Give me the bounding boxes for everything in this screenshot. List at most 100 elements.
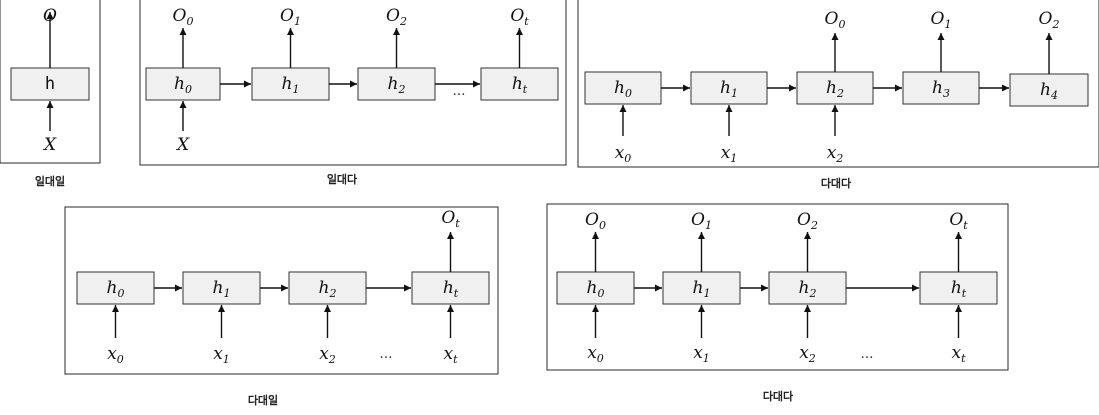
hidden-state-label: h0 [614,78,632,100]
hidden-state-label: h [45,74,55,94]
input-label-base: x [827,143,837,163]
hidden-state-label-base: h [388,74,399,94]
input-label-sub: 1 [703,352,710,365]
hidden-state-label-sub: 2 [836,87,844,100]
panel-frame [139,0,567,166]
hidden-state-label-sub: 2 [808,287,816,300]
hidden-state-cell [768,271,847,305]
hidden-state-label-sub: t [454,287,459,300]
hidden-state-label-base: h [951,278,962,298]
output-label-base: O [173,6,187,26]
panel-one-to-one: h O X 일대일 [0,0,101,188]
panel-frame [577,0,1099,168]
output-label-base: O [797,210,811,230]
output-label: Ot [441,208,460,230]
input-label-base: x [443,344,453,364]
hidden-state-label: h2 [319,278,337,300]
hidden-state-label-base: h [932,78,943,98]
hidden-state-label-sub: 1 [703,287,710,300]
input-ellipsis: … [380,347,393,362]
output-label-sub: 1 [705,219,712,232]
hidden-state-label-base: h [512,74,523,94]
input-label: xt [951,343,966,365]
input-label-sub: 0 [117,353,124,366]
output-label: O2 [797,210,818,232]
hidden-state-label-base: h [319,278,330,298]
input-label-base: x [107,344,117,364]
output-label-sub: t [455,217,460,230]
hidden-state-cell [919,271,998,305]
hidden-state-label: h1 [282,74,300,96]
input-label: x1 [213,344,230,366]
hidden-state-label-base: h [107,278,118,298]
hidden-state-label-base: h [213,278,224,298]
output-label-base: O [1039,9,1053,29]
hidden-state-label: h0 [174,74,192,96]
output-label: O0 [825,9,846,31]
hidden-state-label-base: h [443,278,454,298]
output-label: Ot [510,6,529,28]
hidden-state-label-sub: 1 [292,83,299,96]
output-label-sub: t [963,219,968,232]
input-label: x2 [799,343,816,365]
hidden-state-label-base: h [720,78,731,98]
output-label-base: O [43,6,57,26]
hidden-state-cell [480,67,559,101]
hidden-state-label-sub: 0 [597,287,604,300]
output-label: O1 [280,6,301,28]
hidden-state-label-base: h [1040,80,1051,100]
output-label-sub: 2 [399,15,407,28]
output-label: O [43,6,57,26]
input-label-sub: 2 [328,353,336,366]
hidden-state-label: ht [951,278,967,300]
hidden-state-label-base: h [826,78,837,98]
hidden-state-label-base: h [45,74,55,94]
input-label-sub: 2 [835,152,843,165]
hidden-state-label-sub: 2 [328,287,336,300]
input-label-sub: t [453,353,458,366]
input-label-sub: 0 [624,152,631,165]
input-label-base: x [799,343,809,363]
hidden-state-label-sub: t [523,83,528,96]
hidden-state-label-sub: 2 [397,83,405,96]
output-label: O2 [1039,9,1060,31]
hidden-state-cell [145,67,221,101]
hidden-state-label-base: h [587,278,598,298]
panel-caption: 일대일 [35,174,65,188]
input-ellipsis: … [861,347,874,362]
input-label: X [42,135,57,155]
input-label-base: x [587,343,597,363]
input-label-base: X [175,135,190,155]
input-label-sub: t [961,352,966,365]
output-label-base: O [386,6,400,26]
input-label: x0 [107,344,124,366]
panel-caption: 다대다 [821,176,852,190]
panel-caption: 다대일 [248,393,278,407]
hidden-state-cell [902,71,980,105]
hidden-state-label: ht [443,278,459,300]
input-label-sub: 1 [223,353,230,366]
hidden-state-label-base: h [693,278,704,298]
hidden-state-label: h4 [1040,80,1058,102]
panel-frame [64,206,499,375]
output-label: Ot [949,210,968,232]
input-label-base: x [693,343,703,363]
output-label-sub: 1 [294,15,301,28]
hidden-state-label-base: h [282,74,293,94]
input-label-base: X [42,135,57,155]
input-label-base: x [951,343,961,363]
input-label-sub: 0 [597,352,604,365]
hidden-state-cell [76,271,155,305]
input-label: x0 [615,143,632,165]
hidden-state-cell [584,71,662,105]
output-label: O2 [386,6,407,28]
output-label: O0 [173,6,194,28]
input-label: X [175,135,190,155]
hidden-state-label: h3 [932,78,950,100]
hidden-state-cell [690,71,768,105]
hidden-state-label: ht [512,74,528,96]
hidden-state-label: h2 [826,78,844,100]
output-label-base: O [691,210,705,230]
